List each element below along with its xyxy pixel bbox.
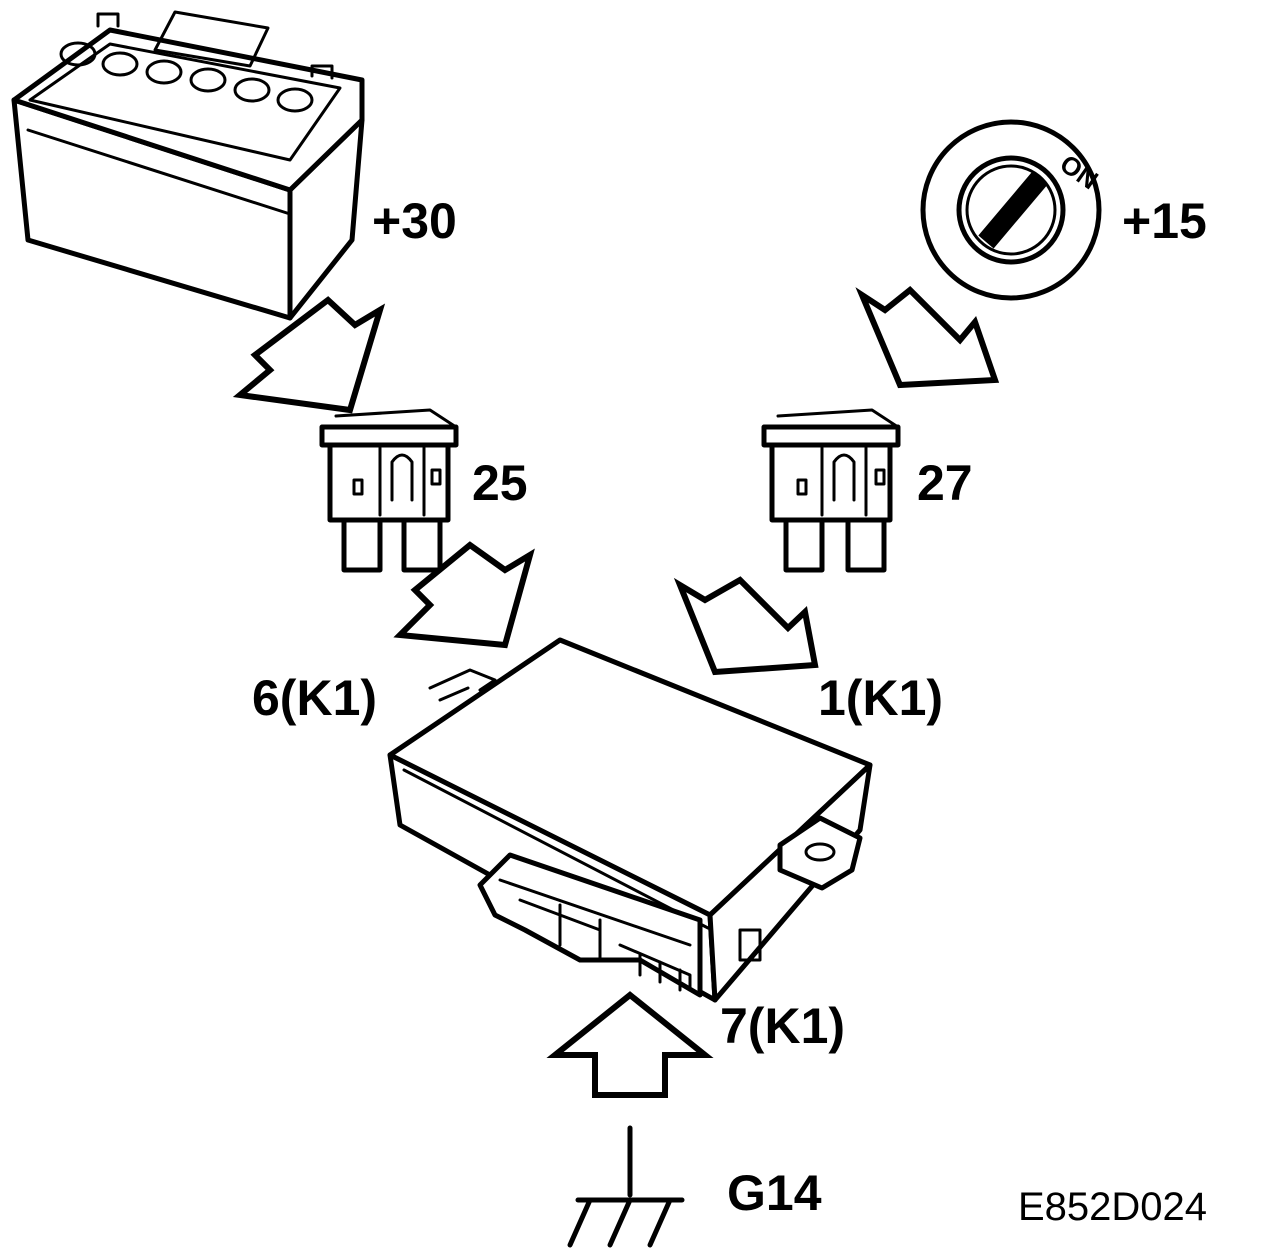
ignition-switch-icon: ON — [920, 119, 1104, 301]
battery-label: +30 — [372, 193, 457, 249]
arrow-ignition-to-fuse27 — [855, 285, 1000, 389]
ground-label: G14 — [727, 1165, 822, 1221]
arrow-fuse27-to-module — [673, 576, 819, 676]
ignition-label: +15 — [1122, 193, 1207, 249]
pin-7-label: 7(K1) — [720, 998, 845, 1054]
fuse-25-icon — [319, 408, 459, 573]
fuse-25-label: 25 — [472, 455, 528, 511]
arrow-battery-to-fuse25 — [232, 296, 386, 414]
arrow-ground-to-module — [546, 991, 714, 1098]
battery-icon — [11, 10, 365, 321]
fuse-27-label: 27 — [917, 455, 973, 511]
fuse-27-icon — [761, 408, 901, 573]
arrow-fuse25-to-module — [393, 541, 535, 649]
pin-6-label: 6(K1) — [252, 670, 377, 726]
control-module-icon — [387, 637, 873, 1003]
pin-1-label: 1(K1) — [818, 670, 943, 726]
ground-symbol-icon — [567, 1125, 685, 1248]
figure-code-label: E852D024 — [1018, 1185, 1207, 1229]
